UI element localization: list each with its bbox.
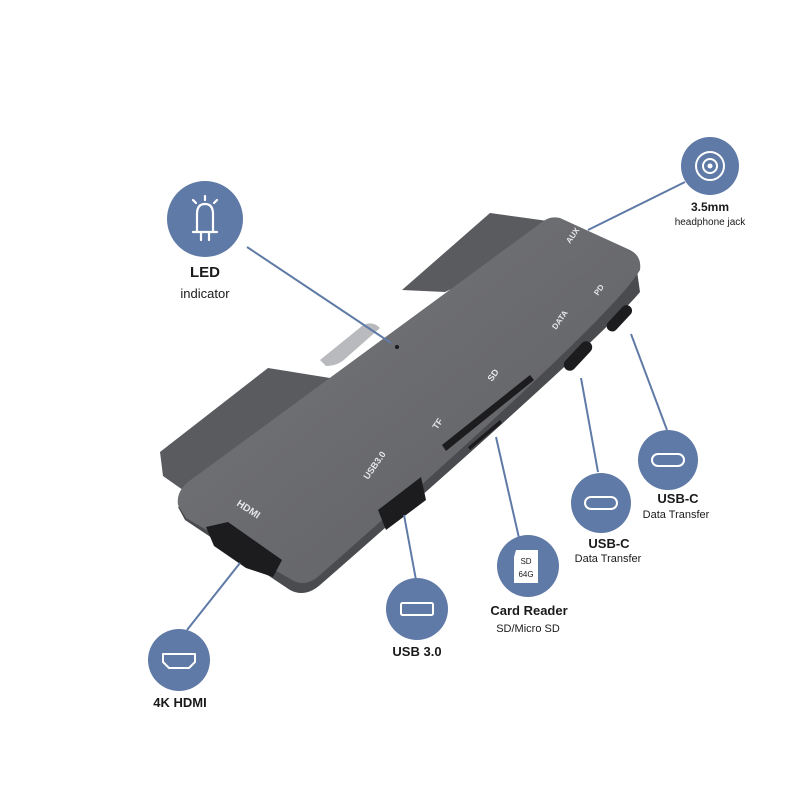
led-dot — [395, 345, 399, 349]
usbc-pd-subtitle: Data Transfer — [643, 509, 710, 521]
micro-sd-slot — [468, 420, 502, 450]
leader-line-usb — [403, 514, 417, 581]
usb-c-data-port — [563, 341, 593, 371]
usb-badge — [386, 578, 448, 640]
usb-c-plug — [320, 323, 380, 366]
usb-c-pd-port — [606, 305, 633, 332]
usbc-pd-callout: USB-C Data Transfer — [638, 430, 710, 521]
hdmi-title: 4K HDMI — [153, 695, 206, 710]
led-subtitle: indicator — [180, 286, 230, 301]
leader-line-usbc-pd — [630, 333, 668, 431]
usbc-pd-title: USB-C — [657, 491, 699, 506]
sd-card-icon-text-1: SD — [520, 557, 531, 566]
usbc-data-badge — [571, 473, 631, 533]
leader-line-usbc-data — [580, 377, 599, 473]
usb-a-port-icon — [400, 602, 434, 616]
leader-line-hdmi — [186, 562, 241, 631]
usb-title: USB 3.0 — [392, 644, 441, 659]
usb-a-port — [378, 477, 426, 530]
hdmi-callout: 4K HDMI — [148, 629, 210, 710]
led-icon — [191, 194, 219, 242]
usbc-data-subtitle: Data Transfer — [575, 553, 642, 565]
usbc-data-callout: USB-C Data Transfer — [571, 473, 642, 565]
hub-upper-tab — [402, 213, 555, 292]
led-badge — [167, 181, 243, 257]
usb-c-port-icon — [584, 496, 618, 510]
usbc-data-title: USB-C — [588, 536, 630, 551]
usb-callout: USB 3.0 — [386, 578, 448, 659]
usb-c-hub: HDMI USB3.0 TF SD DATA PD AUX — [160, 213, 641, 594]
leader-line-led — [246, 246, 392, 344]
leader-line-card — [495, 436, 520, 539]
hdmi-badge — [148, 629, 210, 691]
led-callout: LED indicator — [167, 181, 243, 301]
card-title: Card Reader — [490, 603, 567, 618]
leader-lines — [186, 181, 686, 631]
headphone-jack-icon — [695, 151, 725, 181]
sd-slot — [442, 375, 534, 451]
leader-line-audio — [587, 181, 686, 231]
card-subtitle: SD/Micro SD — [496, 623, 560, 635]
audio-callout: 3.5mm headphone jack — [675, 137, 747, 228]
hdmi-port-icon — [162, 653, 196, 669]
usbc-pd-badge — [638, 430, 698, 490]
usb-c-port-icon — [651, 453, 685, 467]
hub-lower-tab — [160, 368, 330, 495]
sd-card-icon: SD 64G — [514, 550, 538, 583]
card-callout: SD 64G Card Reader SD/Micro SD — [490, 535, 568, 635]
audio-subtitle: headphone jack — [675, 217, 747, 228]
led-title: LED — [190, 264, 220, 281]
hub-top-face — [177, 217, 641, 584]
audio-title: 3.5mm — [691, 200, 729, 214]
hdmi-port — [206, 522, 282, 577]
sd-card-icon-text-2: 64G — [518, 570, 533, 579]
